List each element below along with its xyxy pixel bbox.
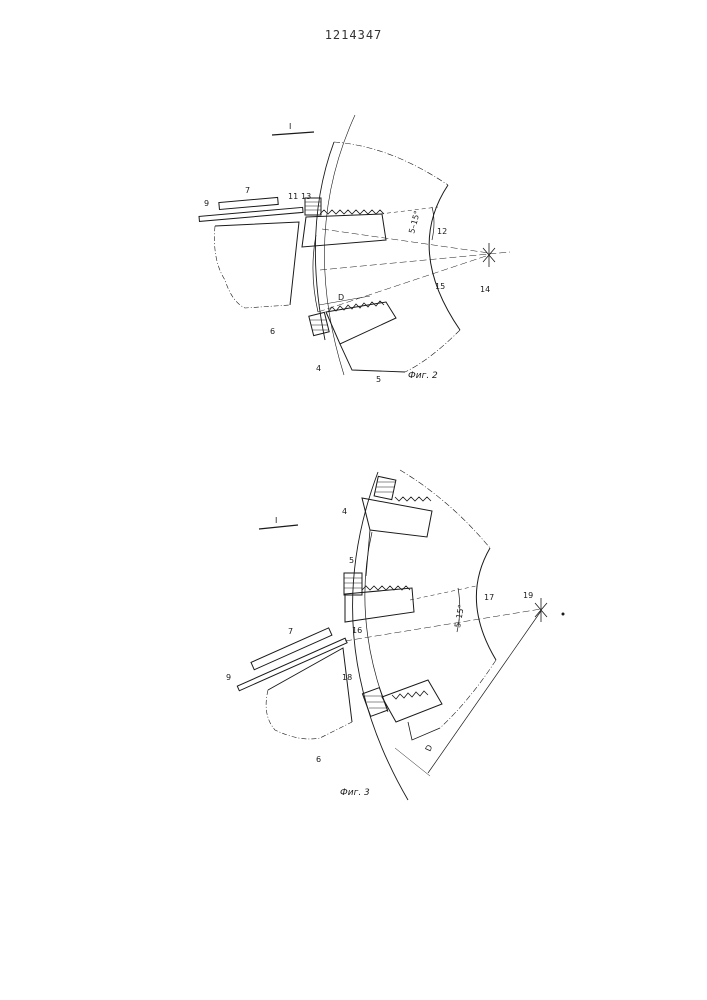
fig3-ridges-top (375, 482, 395, 492)
fig2-dim-label: D (338, 293, 344, 302)
fig3-ridges-lower (365, 696, 387, 708)
fig3-point-dot (562, 613, 565, 616)
fig3-rotor-break-top (400, 470, 490, 548)
fig2-angle-arc (432, 207, 434, 240)
fig2-body-6 (215, 222, 299, 305)
fig2-label-9: 9 (204, 199, 209, 208)
fig2-label-11: 11 (288, 192, 298, 201)
fig2-view-label: I (289, 122, 291, 131)
fig2-caption: Фиг. 2 (408, 371, 438, 381)
fig2-rotor-break-top (334, 142, 448, 185)
fig3-ridged-block-top (374, 476, 396, 499)
fig3-inner-bore (476, 548, 496, 660)
fig3-holder-5 (366, 530, 370, 576)
fig3-lower-tooth (382, 680, 442, 722)
fig3-top-serration (395, 497, 431, 501)
fig2-view-underline (272, 132, 314, 135)
fig2-label-14: 14 (480, 285, 490, 294)
fig3-bar-9 (237, 638, 347, 691)
fig3-label-7: 7 (288, 627, 293, 636)
fig3-view-label: I (275, 516, 277, 525)
fig3-lower-serration (392, 691, 428, 699)
fig3-label-16: 16 (352, 626, 362, 635)
fig3-label-6: 6 (316, 755, 321, 764)
fig2-axis-upper (322, 229, 489, 253)
fig2-center-mark (483, 243, 495, 267)
fig2-lower-tooth (326, 302, 396, 344)
fig3-dim-line-long (428, 611, 541, 773)
fig2-label-12: 12 (437, 227, 447, 236)
fig3-angle-ref (410, 586, 476, 600)
fig2-label-4: 4 (316, 364, 321, 373)
fig3-dim-extension (395, 748, 430, 776)
fig3-middle-serration (362, 586, 410, 590)
fig2-axis-lower (318, 255, 489, 312)
fig2-dim-line (319, 296, 370, 305)
fig2-label-6: 6 (270, 327, 275, 336)
fig3-slot-arc (365, 532, 388, 712)
fig3-label-5: 5 (349, 556, 354, 565)
fig3-axis-middle (345, 609, 541, 641)
fig2-plate-7 (219, 197, 278, 209)
fig2-bar-9 (199, 207, 303, 221)
fig3-top-tooth (362, 498, 432, 537)
fig3-caption: Фиг. 3 (340, 788, 370, 798)
fig3-rotor-rim (353, 472, 408, 800)
fig2-label-15: 15 (435, 282, 445, 291)
fig3-body-break (266, 690, 352, 739)
fig3-label-18: 18 (342, 673, 352, 682)
fig3-view-underline (259, 525, 298, 529)
fig3-dim-label: D (424, 743, 435, 752)
fig2-label-5: 5 (376, 375, 381, 384)
fig2-inner-bore (429, 185, 460, 330)
fig2-ridged-block-lower (309, 312, 329, 335)
fig2-lower-holder (340, 344, 405, 372)
fig2-angle-ref (380, 207, 438, 214)
fig2-body-break (214, 226, 290, 308)
fig3-middle-tooth (345, 588, 414, 622)
figure-2: I (199, 115, 510, 384)
fig2-label-7: 7 (245, 186, 250, 195)
fig3-angle-label: 5–15° (453, 604, 466, 628)
fig3-label-4: 4 (342, 507, 347, 516)
fig2-axis-middle (320, 252, 510, 270)
fig3-rotor-break-bottom (440, 660, 496, 728)
fig3-center-mark (535, 598, 547, 622)
fig2-label-13: 13 (301, 192, 311, 201)
fig3-label-19: 19 (523, 591, 533, 600)
fig2-angle-label: 5–15° (407, 210, 422, 235)
figure-3: I (226, 470, 565, 800)
fig3-lower-holder (408, 722, 440, 740)
fig2-rotor-break-bottom (405, 330, 460, 372)
fig3-label-17: 17 (484, 593, 494, 602)
fig2-upper-serration (320, 210, 384, 214)
fig3-label-9: 9 (226, 673, 231, 682)
